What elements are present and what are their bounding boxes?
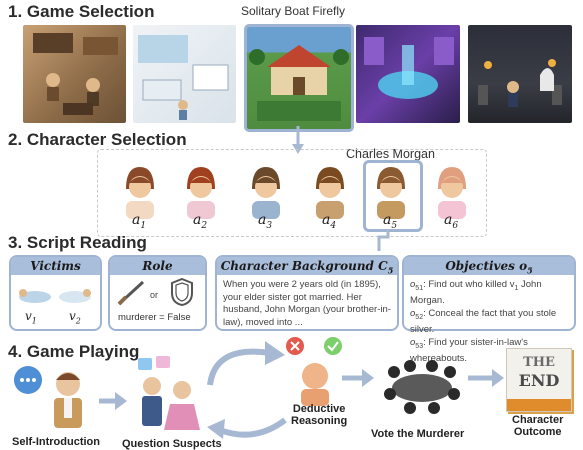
game-scene-4-image: [364, 37, 454, 99]
character-to-background-arrow: [377, 229, 390, 251]
game-scene-2-image: [138, 35, 229, 120]
section-title-game-selection: 1. Game Selection: [8, 2, 155, 21]
objectives-card-title: Objectives o5: [404, 257, 574, 275]
background-card-title: Character Background C5: [217, 257, 397, 275]
character-label-4: a4: [322, 212, 337, 231]
character-portrait-5: [377, 167, 405, 219]
question-suspects-label: Question Suspects: [122, 438, 222, 450]
character-background-card: Character Background C5 When you were 2 …: [215, 255, 399, 331]
character-portrait-4: [316, 167, 344, 219]
character-avatar-5[interactable]: [367, 163, 415, 223]
game-thumbnail-selected[interactable]: [244, 24, 354, 132]
background-text: When you were 2 years old (in 1895), you…: [223, 279, 391, 328]
character-avatar-1[interactable]: [116, 163, 164, 223]
reasoning-cycle-arrows: [207, 341, 287, 439]
character-portrait-1: [126, 167, 154, 219]
character-portrait-6: [438, 167, 466, 219]
game-scene-1-image: [33, 33, 118, 115]
selected-character-highlight: [363, 160, 423, 232]
role-card-title: Role: [110, 257, 205, 275]
character-label-3: a3: [258, 212, 273, 231]
self-introduction-label: Self-Introduction: [12, 436, 100, 448]
victims-card: Victims v1 v2: [9, 255, 102, 331]
character-label-5: a5: [383, 212, 398, 231]
section-title-script-reading: 3. Script Reading: [8, 233, 147, 252]
character-label-2: a2: [193, 212, 208, 231]
shield-icon: [171, 277, 193, 307]
deductive-reasoning-figure: [286, 337, 342, 406]
objective-item-2: o52: Conceal the fact that you stole sil…: [410, 307, 557, 336]
victims-icon: [19, 289, 91, 303]
game-thumbnail-4[interactable]: [356, 25, 460, 123]
role-or-text: or: [150, 290, 159, 300]
character-avatar-2[interactable]: [177, 163, 225, 223]
intro-to-question-arrow: [99, 392, 127, 410]
self-introduction-figure: [14, 366, 82, 428]
role-card: Role or murderer = False: [108, 255, 207, 331]
the-end-book-icon: THE END: [506, 348, 572, 412]
objective-item-3: o53: Find your sister-in-law's whereabou…: [410, 336, 528, 365]
victim-2-label: v2: [69, 309, 81, 326]
book-band: [507, 399, 571, 411]
character-label-1: a1: [132, 212, 147, 231]
vote-to-outcome-arrow: [468, 369, 504, 387]
book-title-the: THE: [523, 355, 555, 370]
victims-card-title: Victims: [11, 257, 100, 275]
vote-table-figure: [384, 360, 460, 414]
selected-character-label: Charles Morgan: [346, 147, 435, 161]
section-title-character-selection: 2. Character Selection: [8, 130, 187, 149]
game-thumbnail-2[interactable]: [133, 25, 236, 123]
book-title-end: END: [518, 371, 560, 390]
selected-game-label: Solitary Boat Firefly: [241, 4, 346, 18]
objectives-list: o51: Find out who killed v1 John Morgan.…: [410, 279, 572, 366]
game-thumbnail-1[interactable]: [23, 25, 126, 123]
character-label-6: a6: [444, 212, 459, 231]
question-suspects-figure: [138, 356, 200, 430]
objective-item-1: o51: Find out who killed v1 John Morgan.: [410, 279, 542, 307]
victim-1-label: v1: [25, 309, 37, 326]
game-scene-3-image: [249, 45, 349, 121]
character-avatar-6[interactable]: [428, 163, 476, 223]
objectives-card: Objectives o5 o51: Find out who killed v…: [402, 255, 576, 364]
vote-label: Vote the Murderer: [371, 428, 465, 440]
game-thumbnail-5[interactable]: [468, 25, 572, 123]
character-avatar-3[interactable]: [242, 163, 290, 223]
character-portrait-3: [252, 167, 280, 219]
character-selection-box: [97, 149, 487, 237]
character-avatar-4[interactable]: [306, 163, 354, 223]
game-scene-5-image: [478, 59, 562, 107]
reasoning-to-vote-arrow: [342, 369, 374, 387]
knife-icon: [117, 280, 145, 306]
section-title-game-playing: 4. Game Playing: [8, 342, 140, 361]
character-portrait-2: [187, 167, 215, 219]
murderer-status: murderer = False: [118, 312, 191, 323]
